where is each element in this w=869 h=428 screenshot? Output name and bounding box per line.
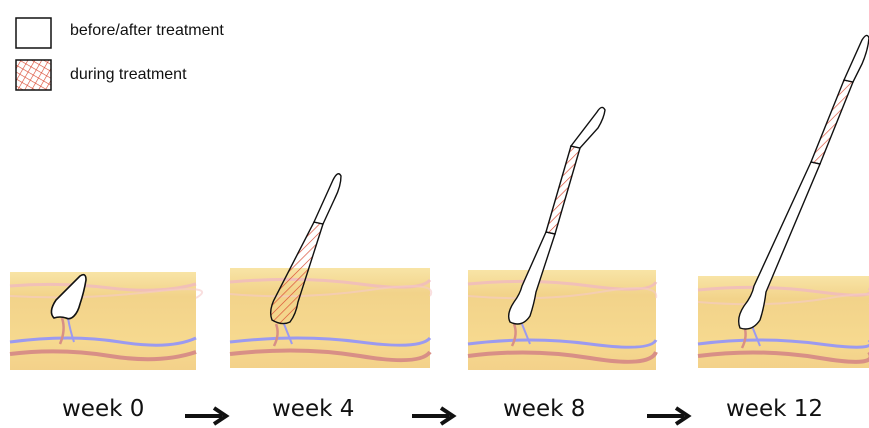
skin-panel-week-12	[698, 276, 869, 368]
arrow-right-icon	[185, 408, 226, 424]
legend-swatch-plain	[16, 18, 51, 48]
stage-label-week-12: week 12	[726, 396, 823, 422]
legend	[16, 18, 51, 90]
arrow-right-icon	[412, 408, 453, 424]
legend-label-before-after: before/after treatment	[70, 22, 224, 40]
stage-label-week-0: week 0	[62, 396, 144, 422]
skin-panel-week-4	[230, 268, 431, 368]
skin-panel-week-0	[10, 272, 202, 370]
stage-label-week-8: week 8	[503, 396, 585, 422]
stage-label-week-4: week 4	[272, 396, 354, 422]
legend-swatch-hatched	[16, 60, 51, 90]
arrow-right-icon	[647, 408, 688, 424]
legend-label-during: during treatment	[70, 66, 187, 84]
skin-panel-week-8	[468, 270, 656, 370]
